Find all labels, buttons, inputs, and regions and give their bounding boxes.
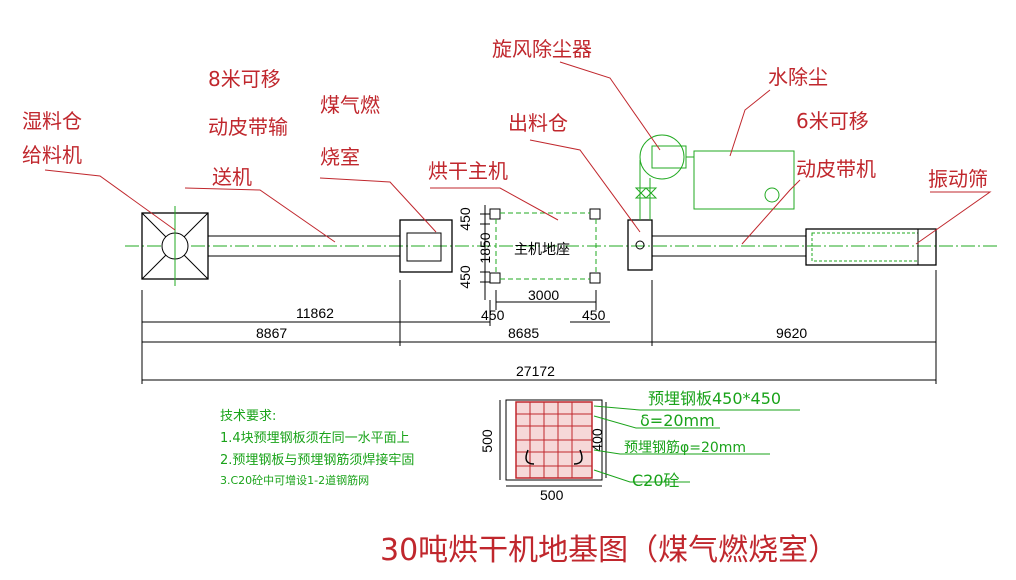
dimension-lines xyxy=(141,270,937,384)
dim-450-top: 450 xyxy=(457,207,473,231)
label-conveyor8-3: 送机 xyxy=(212,165,252,189)
water-dust-collector xyxy=(686,150,795,210)
plate-width: 500 xyxy=(540,487,564,503)
dim-450-left: 450 xyxy=(481,307,505,323)
label-combustion-2: 烧室 xyxy=(320,145,360,169)
plate-rebar: 预埋钢筋φ=20mm xyxy=(624,439,746,456)
combustion-chamber xyxy=(399,219,453,273)
label-water-dust: 水除尘 xyxy=(768,65,828,89)
dim-450-right: 450 xyxy=(582,307,606,323)
label-outlet-bin: 出料仓 xyxy=(508,111,568,135)
plate-detail xyxy=(499,399,607,487)
cyclone-dust-collector xyxy=(634,134,687,220)
label-combustion-1: 煤气燃 xyxy=(320,93,380,117)
label-cyclone: 旋风除尘器 xyxy=(492,37,592,61)
plate-concrete: C20砼 xyxy=(632,471,680,490)
plate-inner: 400 xyxy=(589,428,605,452)
dim-8867: 8867 xyxy=(256,325,287,341)
label-conveyor8-2: 动皮带输 xyxy=(208,115,288,139)
label-conveyor8-1: 8米可移 xyxy=(208,67,281,91)
drawing-title: 30吨烘干机地基图（煤气燃烧室） xyxy=(380,533,838,568)
plate-thickness: δ=20mm xyxy=(640,411,715,430)
dim-450-bottom: 450 xyxy=(457,265,473,289)
label-screen: 振动筛 xyxy=(928,167,988,191)
conveyor-8m xyxy=(208,235,400,257)
dim-11862: 11862 xyxy=(296,305,334,321)
dim-9620: 9620 xyxy=(776,325,807,341)
wet-bin xyxy=(141,206,209,286)
label-wet-bin-1: 湿料仓 xyxy=(22,109,82,133)
notes-item1: 1.4块预埋钢板须在同一水平面上 xyxy=(220,431,410,446)
label-conveyor6-1: 6米可移 xyxy=(796,109,869,133)
label-main-base: 主机地座 xyxy=(514,241,570,257)
notes-heading: 技术要求: xyxy=(220,409,276,424)
dim-3000: 3000 xyxy=(528,287,559,303)
plate-leaders xyxy=(593,405,800,483)
dim-27172: 27172 xyxy=(516,363,555,379)
label-wet-bin-2: 给料机 xyxy=(22,143,82,167)
plate-label: 预埋钢板450*450 xyxy=(648,389,781,408)
vibrating-screen xyxy=(805,228,937,266)
notes-item3: 3.C20砼中可增设1-2道钢筋网 xyxy=(220,473,369,487)
notes-item2: 2.预埋钢板与预埋钢筋须焊接牢固 xyxy=(220,452,414,468)
outlet-bin xyxy=(627,219,653,271)
label-conveyor6-2: 动皮带机 xyxy=(796,157,876,181)
dim-1850: 1850 xyxy=(477,232,493,263)
dim-8685: 8685 xyxy=(508,325,539,341)
leader-lines xyxy=(44,61,992,245)
conveyor-6m xyxy=(652,235,806,257)
label-dryer-main: 烘干主机 xyxy=(428,159,508,183)
plate-height: 500 xyxy=(479,429,495,453)
